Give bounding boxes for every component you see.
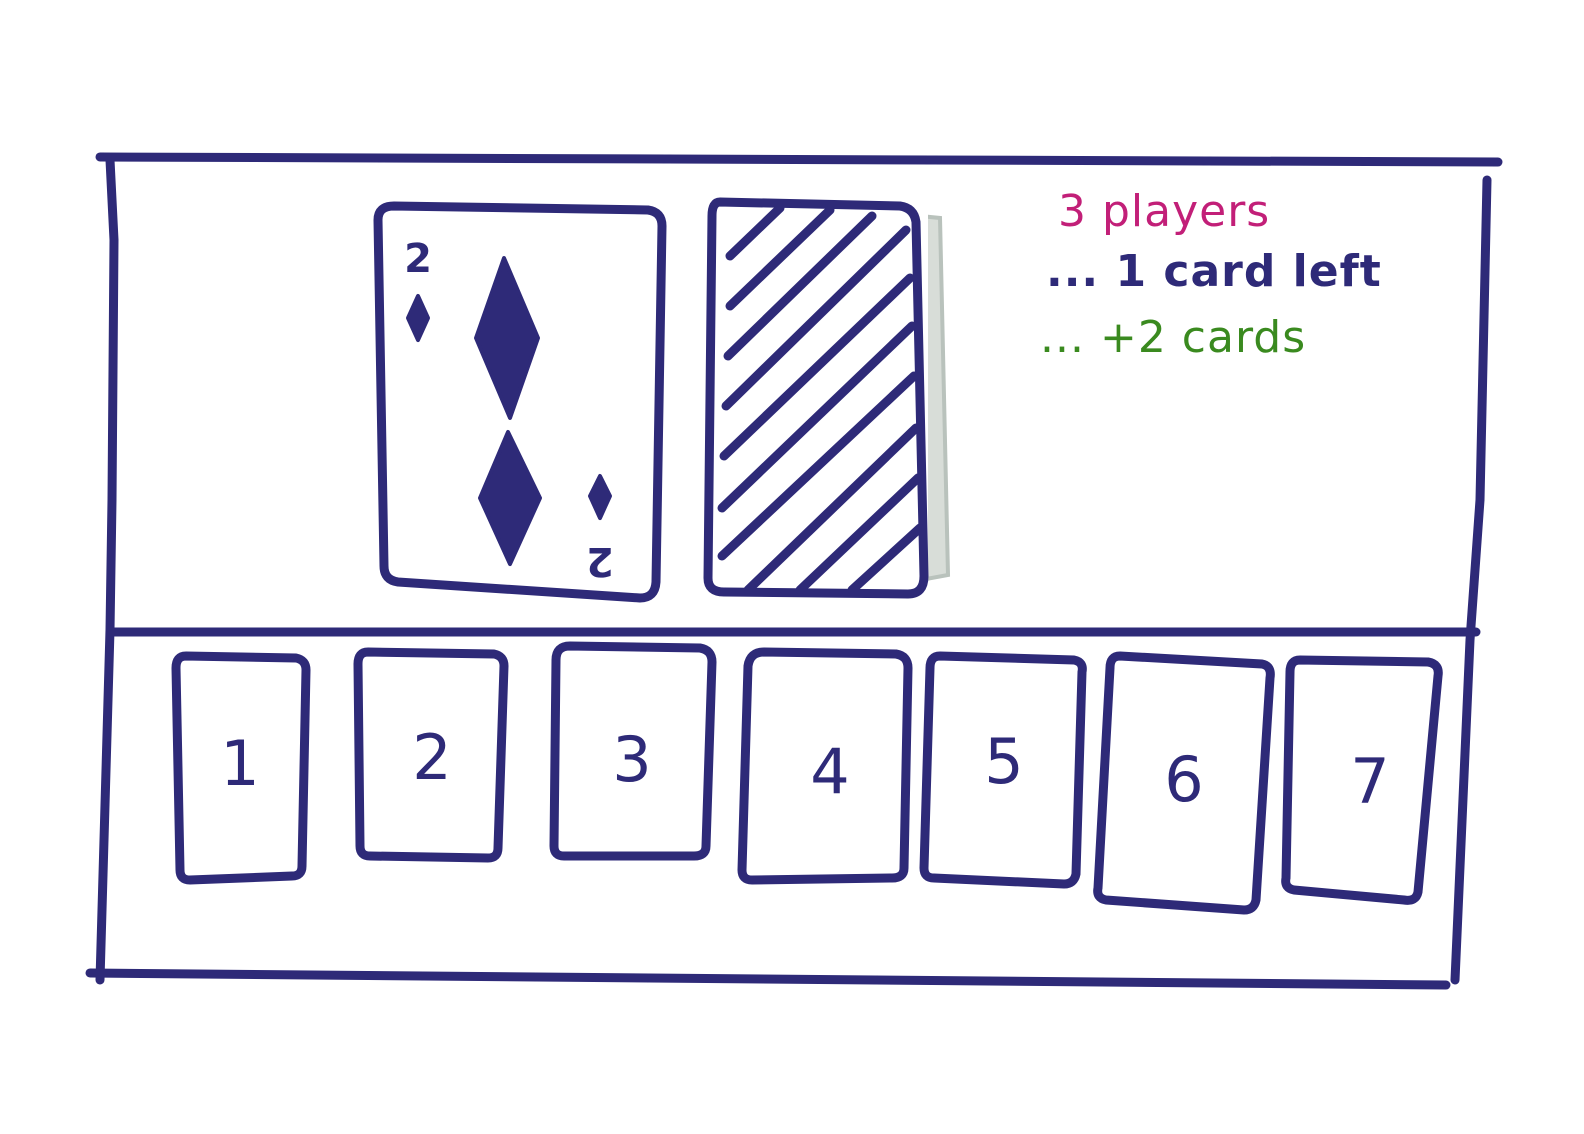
diamond-icon bbox=[406, 294, 430, 342]
diamond-icon bbox=[478, 430, 542, 566]
card-back-hatching bbox=[717, 203, 925, 595]
card-rank-top: 2 bbox=[404, 236, 432, 282]
hand-card-label: 3 bbox=[612, 723, 651, 796]
hand-card-label: 7 bbox=[1350, 745, 1389, 818]
hand-card-1[interactable]: 1 bbox=[171, 651, 311, 885]
draw-penalty-notice: ... +2 cards bbox=[1040, 312, 1307, 363]
player-count: 3 players bbox=[1058, 186, 1271, 237]
card-rank-bottom: 2 bbox=[586, 538, 614, 584]
hand-card-2[interactable]: 2 bbox=[353, 647, 509, 863]
discard-top-card[interactable]: 2 2 bbox=[373, 201, 667, 603]
draw-pile[interactable] bbox=[703, 197, 951, 599]
hand-card-label: 5 bbox=[984, 725, 1023, 798]
hand-card-label: 2 bbox=[412, 721, 451, 794]
hand-card-3[interactable]: 3 bbox=[549, 641, 717, 861]
hand-card-label: 1 bbox=[220, 727, 259, 800]
hand-card-6[interactable]: 6 bbox=[1093, 651, 1275, 915]
diamond-icon bbox=[474, 256, 540, 420]
table-frame bbox=[85, 152, 1503, 990]
hand-card-7[interactable]: 7 bbox=[1281, 655, 1443, 905]
deck-card-back bbox=[703, 197, 929, 599]
hand-card-label: 4 bbox=[810, 735, 849, 808]
player-hand: 1 2 3 4 5 6 7 bbox=[171, 641, 1443, 915]
hand-card-4[interactable]: 4 bbox=[737, 647, 913, 885]
cards-left-notice: ... 1 card left bbox=[1046, 246, 1382, 297]
diamond-icon bbox=[588, 474, 612, 520]
discard-pile[interactable]: 2 2 bbox=[373, 201, 667, 603]
hand-card-label: 6 bbox=[1164, 743, 1203, 816]
hand-card-5[interactable]: 5 bbox=[919, 651, 1087, 889]
